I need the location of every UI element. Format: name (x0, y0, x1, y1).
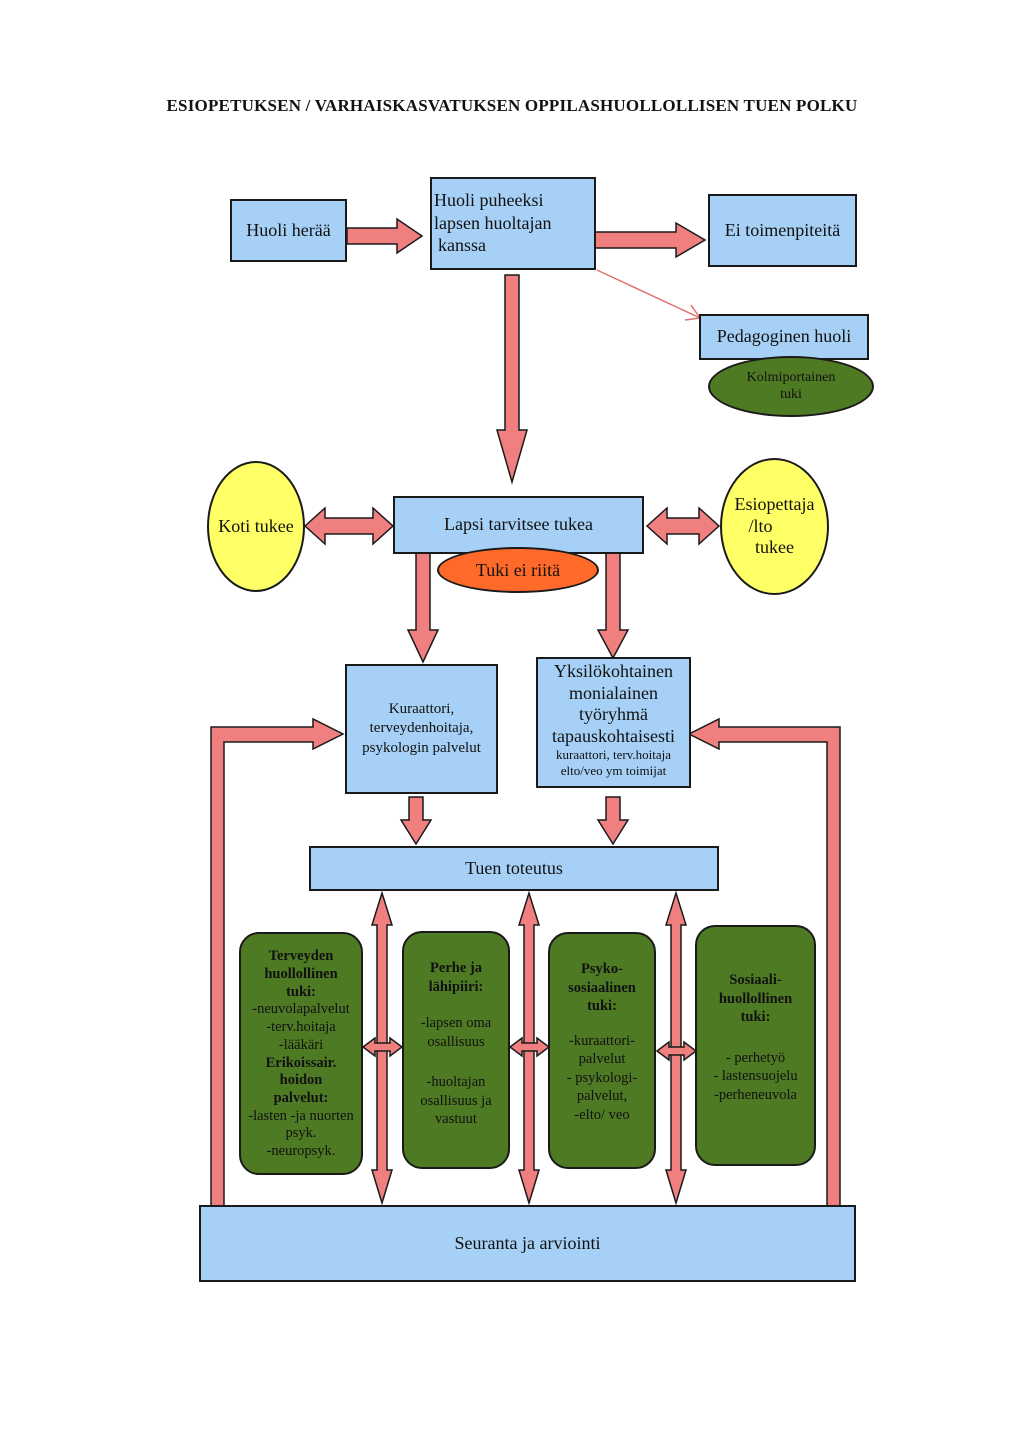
koti-tukee-ellipse: Koti tukee (207, 461, 305, 592)
arrow-loop-right (687, 717, 841, 1208)
huoli-puheeksi-line-1: Huoli puheeksi (434, 190, 544, 210)
psyko-item-2: palvelut (578, 1051, 626, 1068)
kuraattori-line-1: Kuraattori, (388, 700, 455, 717)
psyko-item-3: - psykologi- (566, 1069, 638, 1086)
arrow-yksilo-to-toteutus (596, 796, 630, 846)
terveys-item-5: psyk. (285, 1125, 317, 1142)
arrow-heraa-to-puheeksi (346, 217, 424, 255)
esiopettaja-line-2: /lto (748, 515, 773, 536)
terveys-head-5: hoidon (279, 1072, 323, 1089)
huoli-puheeksi-line-2: lapsen huoltajan (434, 212, 552, 233)
terveys-item-4: -lasten -ja nuorten (248, 1107, 354, 1124)
arrow-puheeksi-to-lapsi (496, 274, 528, 485)
terveys-item-2: -terv.hoitaja (266, 1019, 336, 1036)
huoli-heraa-box: Huoli herää (230, 199, 347, 262)
esiopettaja-line-1: Esiopettaja (734, 493, 815, 514)
kuraattori-line-3: psykologin palvelut (362, 739, 481, 756)
arrow-puheeksi-to-ei (594, 221, 707, 259)
perhe-item-4: osallisuus ja (420, 1092, 492, 1109)
terveys-item-6: -neuropsyk. (266, 1142, 336, 1159)
psyko-head-1: Psyko- (581, 961, 623, 977)
arrow-koti-lapsi (303, 506, 395, 546)
yksilo-line-1: Yksilökohtainen (554, 661, 673, 681)
tuki-ei-riita-ellipse: Tuki ei riitä (437, 547, 599, 593)
terveys-item-3: -lääkäri (278, 1036, 324, 1053)
kolmiportainen-line-2: tuki (780, 386, 802, 402)
psyko-item-5: -elto/ veo (574, 1106, 630, 1123)
ei-toimenpiteita-box: Ei toimenpiteitä (708, 194, 857, 267)
sosiaali-head-3: tuki: (740, 1009, 771, 1026)
terveys-item-1: -neuvolapalvelut (252, 1001, 350, 1018)
sosiaali-item-2: - lastensuojelu (713, 1068, 798, 1085)
terveys-head-6: palvelut: (273, 1089, 329, 1106)
perhe-item-5: vastuut (435, 1111, 477, 1128)
koti-tukee-label: Koti tukee (218, 516, 294, 536)
sosiaali-head-2: huollollinen (718, 990, 793, 1007)
perhe-card: Perhe ja lähipiiri: -lapsen oma osallisu… (402, 931, 510, 1169)
arrow-puheeksi-to-pedagoginen (596, 269, 701, 319)
terveys-head-2: huollollinen (264, 966, 338, 983)
kolmiportainen-tuki-ellipse: Kolmiportainen tuki (708, 356, 874, 417)
esiopettaja-ellipse: Esiopettaja /lto tukee (720, 458, 829, 595)
seuranta-box: Seuranta ja arviointi (199, 1205, 856, 1282)
perhe-item-3: -huoltajan (426, 1074, 486, 1091)
huoli-puheeksi-line-3: kanssa (438, 235, 486, 255)
yksilo-small-line-2: elto/veo ym toimijat (560, 762, 667, 778)
yksilo-line-4: tapauskohtaisesti (552, 725, 675, 746)
lapsi-tarvitsee-label: Lapsi tarvitsee tukea (444, 514, 593, 535)
yksilo-line-2: monialainen (569, 682, 658, 703)
arrow-lapsi-to-kuraattori (406, 552, 440, 664)
tuen-toteutus-label: Tuen toteutus (465, 857, 563, 878)
ei-toimenpiteita-label: Ei toimenpiteitä (724, 219, 841, 240)
arrow-lapsi-esiopettaja (645, 506, 721, 546)
perhe-head-1: Perhe ja (430, 960, 482, 976)
psyko-head-2: sosiaalinen (568, 979, 636, 996)
sosiaali-item-1: - perhetyö (725, 1049, 786, 1066)
tuki-ei-riita-label: Tuki ei riitä (475, 559, 561, 580)
kuraattori-line-2: terveydenhoitaja, (369, 720, 474, 737)
huoli-heraa-label: Huoli herää (246, 219, 331, 240)
terveys-head-1: Terveyden (268, 948, 334, 965)
pedagoginen-huoli-box: Pedagoginen huoli (699, 314, 869, 360)
lapsi-tarvitsee-box: Lapsi tarvitsee tukea (393, 496, 644, 554)
seuranta-label: Seuranta ja arviointi (454, 1232, 601, 1253)
terveys-card: Terveyden huollollinen tuki: -neuvolapal… (239, 932, 363, 1175)
perhe-head-2: lähipiiri: (428, 978, 484, 995)
psyko-item-1: -kuraattori- (568, 1032, 636, 1049)
arrow-loop-left (210, 717, 345, 1208)
psykososiaalinen-card: Psyko- sosiaalinen tuki: -kuraattori- pa… (548, 932, 656, 1169)
tuen-toteutus-box: Tuen toteutus (309, 846, 719, 891)
yksilo-line-3: työryhmä (579, 704, 648, 725)
sosiaali-item-3: -perheneuvola (714, 1086, 797, 1103)
sosiaali-head-1: Sosiaali- (729, 972, 782, 988)
perhe-item-2: osallisuus (427, 1033, 485, 1050)
huoli-puheeksi-box: Huoli puheeksi lapsen huoltajan kanssa (430, 177, 596, 270)
terveys-head-4: Erikoissair. (265, 1054, 337, 1071)
kuraattori-box: Kuraattori, terveydenhoitaja, psykologin… (345, 664, 498, 794)
sosiaalihuollollinen-card: Sosiaali- huollollinen tuki: - perhetyö … (695, 925, 816, 1166)
pedagoginen-huoli-label: Pedagoginen huoli (716, 326, 852, 347)
psyko-item-4: palvelut, (576, 1088, 628, 1105)
esiopettaja-line-3: tukee (755, 537, 794, 558)
yksilokohtainen-box: Yksilökohtainen monialainen työryhmä tap… (536, 657, 691, 788)
kolmiportainen-line-1: Kolmiportainen (746, 370, 836, 386)
terveys-head-3: tuki: (286, 983, 316, 1000)
diagram-title: ESIOPETUKSEN / VARHAISKASVATUKSEN OPPILA… (166, 96, 858, 115)
psyko-head-3: tuki: (587, 998, 617, 1015)
yksilo-small-line-1: kuraattori, terv.hoitaja (555, 747, 672, 763)
perhe-item-1: -lapsen oma (420, 1015, 492, 1032)
arrow-kuraattori-to-toteutus (399, 796, 433, 846)
arrow-lapsi-to-yksilo (596, 552, 630, 660)
